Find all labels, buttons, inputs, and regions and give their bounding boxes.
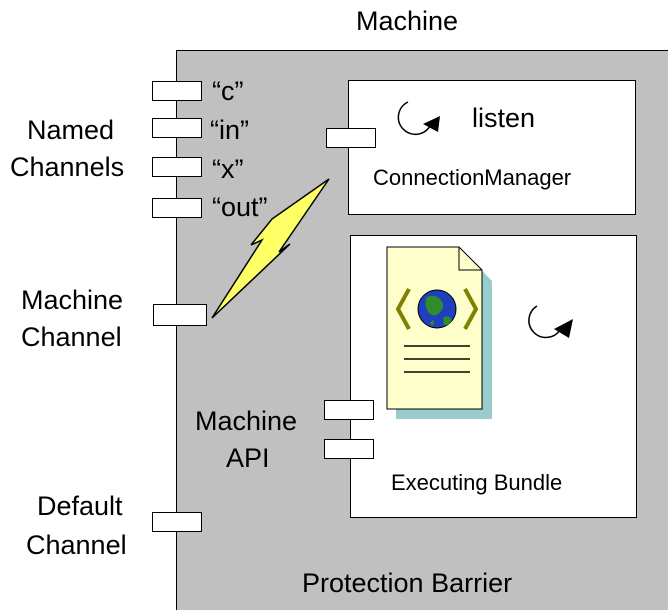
machine-title: Machine bbox=[356, 6, 459, 36]
machine-api-label-line2: API bbox=[226, 443, 270, 473]
named-channels-label-line2: Channels bbox=[10, 152, 125, 182]
connection-manager-port bbox=[326, 128, 376, 148]
default-channel-port bbox=[152, 512, 202, 532]
rotate-arrow-icon bbox=[397, 101, 440, 136]
channel-c-label: “c” bbox=[212, 76, 244, 106]
channel-in-label: “in” bbox=[210, 115, 249, 145]
default-channel-label-line2: Channel bbox=[26, 530, 127, 560]
channel-c-port bbox=[152, 81, 202, 101]
protection-barrier-label: Protection Barrier bbox=[302, 568, 513, 598]
machine-channel-label-line1: Machine bbox=[21, 285, 124, 315]
document-globe-icon bbox=[386, 246, 492, 419]
channel-x-port bbox=[152, 157, 202, 177]
lightning-icon bbox=[211, 178, 330, 319]
machine-api-port-1 bbox=[324, 400, 374, 420]
machine-channel-label-line2: Channel bbox=[21, 322, 122, 352]
machine-api-port-2 bbox=[324, 439, 374, 459]
channel-in-port bbox=[152, 118, 202, 138]
named-channels-label-line1: Named bbox=[27, 115, 115, 145]
channel-x-label: “x” bbox=[212, 154, 244, 184]
default-channel-label-line1: Default bbox=[37, 491, 123, 521]
connection-manager-label: ConnectionManager bbox=[373, 165, 572, 190]
executing-bundle-label: Executing Bundle bbox=[391, 470, 563, 495]
channel-out-port bbox=[152, 198, 202, 218]
machine-channel-port bbox=[153, 304, 207, 326]
machine-api-label-line1: Machine bbox=[195, 406, 298, 436]
channel-out-label: “out” bbox=[212, 192, 268, 222]
listen-label: listen bbox=[472, 103, 536, 133]
rotate-arrow-icon bbox=[528, 305, 573, 339]
